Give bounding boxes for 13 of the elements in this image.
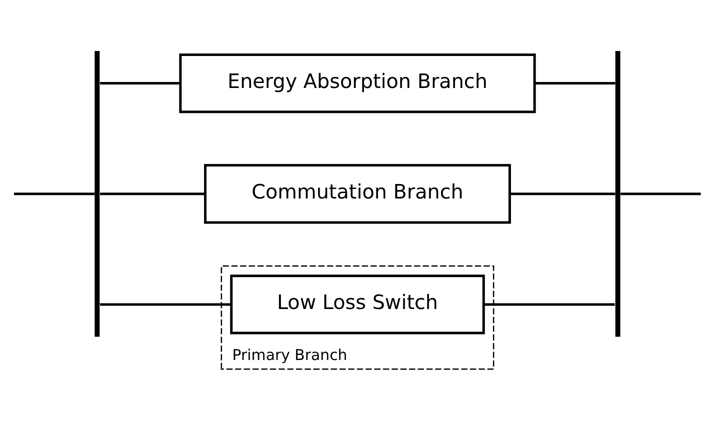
node-box: Commutation Branch xyxy=(204,164,511,224)
connector xyxy=(100,82,180,85)
connector xyxy=(100,303,232,306)
connector xyxy=(620,192,701,196)
node-box: Energy Absorption Branch xyxy=(179,53,536,114)
connector xyxy=(14,192,95,196)
connector xyxy=(100,192,205,196)
connector xyxy=(534,82,616,85)
connector xyxy=(484,303,615,306)
node-bar xyxy=(615,50,620,337)
connector xyxy=(510,192,616,196)
node-bar xyxy=(94,50,100,337)
node-box: Low Loss Switch xyxy=(230,274,485,334)
